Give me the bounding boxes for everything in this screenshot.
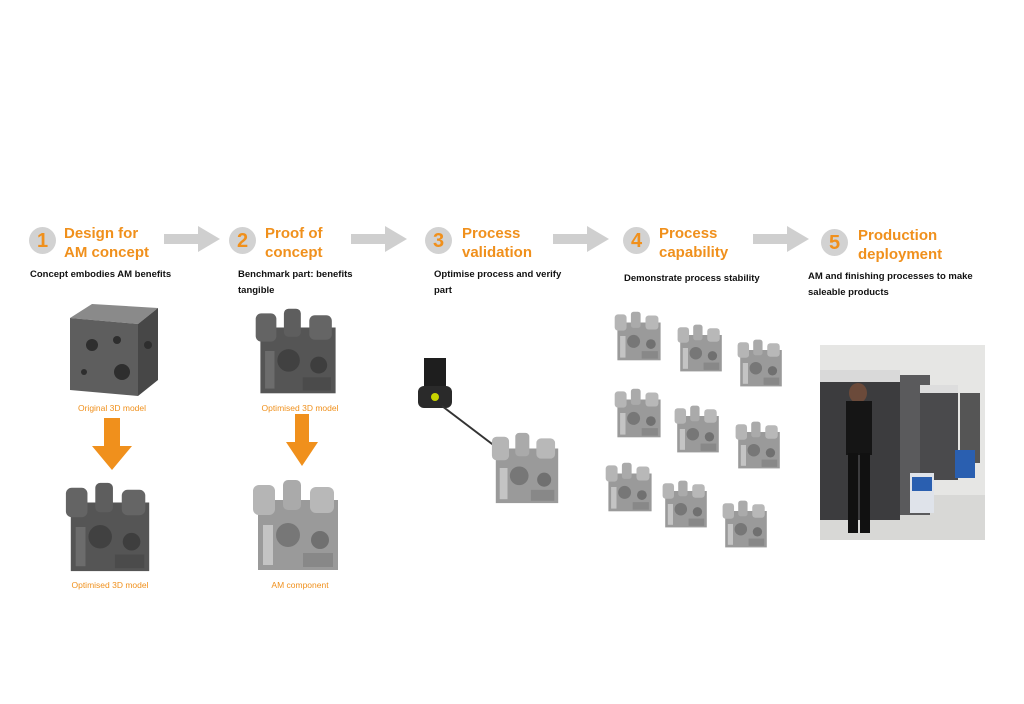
part-image <box>614 311 661 361</box>
step-number-badge: 4 <box>623 227 650 254</box>
step-title: Proof of concept <box>265 224 323 262</box>
optimised-model-image <box>255 308 336 394</box>
down-arrow-icon <box>92 418 132 470</box>
step-title: Design for AM concept <box>64 224 149 262</box>
flow-arrow-icon <box>351 226 407 252</box>
title-line: Production <box>858 227 938 244</box>
production-facility-photo <box>820 345 985 540</box>
title-line: validation <box>462 244 533 261</box>
part-image <box>722 500 767 548</box>
step-description: Concept embodies AM benefits <box>30 269 172 280</box>
title-line: Design for <box>64 225 139 242</box>
title-line: capability <box>659 244 729 261</box>
step-number-badge: 2 <box>229 227 256 254</box>
step-number-badge: 5 <box>821 229 848 256</box>
part-image <box>614 388 661 438</box>
step-title: Process capability <box>659 224 728 262</box>
title-line: deployment <box>858 246 943 263</box>
optimised-model-image <box>65 482 150 572</box>
title-line: Proof of <box>265 225 323 242</box>
am-component-image <box>253 480 338 570</box>
part-image <box>677 324 722 372</box>
measurement-probe-image <box>418 358 501 451</box>
down-arrow-icon <box>286 414 318 466</box>
part-image <box>737 339 782 387</box>
part-image <box>605 462 652 512</box>
part-image <box>735 421 780 469</box>
title-line: AM concept <box>64 244 150 261</box>
step-number-badge: 3 <box>425 227 452 254</box>
flow-arrow-icon <box>753 226 809 252</box>
step-description: Benchmark part: benefits tangible <box>238 269 353 296</box>
validated-part-image <box>491 432 559 504</box>
flow-arrow-icon <box>164 226 220 252</box>
title-line: concept <box>265 244 323 261</box>
image-caption: AM component <box>271 580 329 590</box>
step-description: Optimise process and verify part <box>434 269 562 296</box>
part-image <box>662 480 707 528</box>
part-image <box>674 405 719 453</box>
flow-arrow-icon <box>553 226 609 252</box>
image-caption: Optimised 3D model <box>261 403 339 413</box>
title-line: Process <box>659 225 718 242</box>
step-description: AM and finishing processes to make salea… <box>808 271 973 298</box>
image-caption: Optimised 3D model <box>71 580 149 590</box>
step-title: Process validation <box>462 224 532 262</box>
step-title: Production deployment <box>858 226 942 264</box>
image-caption: Original 3D model <box>77 403 147 413</box>
title-line: Process <box>462 225 521 242</box>
step-number-badge: 1 <box>29 227 56 254</box>
step-description: Demonstrate process stability <box>624 273 760 284</box>
original-block-model-image <box>70 304 158 396</box>
